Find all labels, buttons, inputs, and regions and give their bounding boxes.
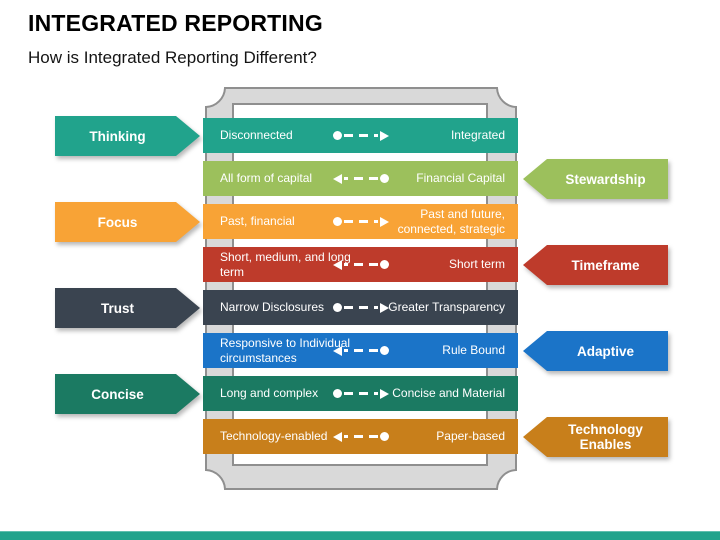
arrow-dot	[332, 389, 342, 398]
comparison-row: Long and complex Concise and Material	[203, 376, 518, 411]
arrow-head	[379, 302, 389, 313]
label-shape: Stewardship	[523, 159, 668, 199]
arrow-dot	[332, 131, 342, 140]
comparison-row: Disconnected Integrated	[203, 118, 518, 153]
page-title: INTEGRATED REPORTING	[28, 10, 323, 36]
row-left-text: Disconnected	[220, 128, 293, 143]
row-right-text: Integrated	[450, 128, 505, 143]
arrow-head	[379, 216, 389, 227]
flow-direction-arrow-icon	[332, 302, 389, 313]
arrow-head	[332, 431, 342, 442]
label-shape: Trust	[55, 288, 200, 328]
comparison-row: Narrow Disclosures Greater Transparency	[203, 290, 518, 325]
page-subtitle: How is Integrated Reporting Different?	[28, 48, 317, 67]
row-left-text: Responsive to Individual circumstances	[220, 336, 351, 365]
flow-direction-arrow-icon	[332, 388, 389, 399]
row-left-text: Technology-enabled	[220, 429, 328, 444]
left-label-focus: Focus	[55, 202, 200, 242]
arrow-dashes	[343, 306, 378, 309]
flow-direction-arrow-icon	[332, 216, 389, 227]
right-label-adaptive: Adaptive	[523, 331, 668, 371]
label-shape: Timeframe	[523, 245, 668, 285]
left-label-concise: Concise	[55, 374, 200, 414]
arrow-dot	[332, 217, 342, 226]
comparison-row: Technology-enabled Paper-based	[203, 419, 518, 454]
row-right-text: Rule Bound	[442, 343, 505, 358]
flow-direction-arrow-icon	[332, 130, 389, 141]
left-label-thinking: Thinking	[55, 116, 200, 156]
arrow-dashes	[343, 263, 378, 266]
label-shape: Thinking	[55, 116, 200, 156]
row-right-text: Concise and Material	[392, 386, 505, 401]
arrow-dot	[379, 174, 389, 183]
row-right-text: Short term	[448, 257, 505, 272]
row-left-text: Past, financial	[220, 214, 295, 229]
arrow-dashes	[343, 392, 378, 395]
arrow-head	[379, 388, 389, 399]
right-label-technology-enables: Technology Enables	[523, 417, 668, 457]
arrow-dot	[332, 303, 342, 312]
flow-direction-arrow-icon	[332, 345, 389, 356]
row-left-text: Long and complex	[220, 386, 319, 401]
arrow-dashes	[343, 134, 378, 137]
flow-direction-arrow-icon	[332, 173, 389, 184]
arrow-dashes	[343, 435, 378, 438]
arrow-dot	[379, 260, 389, 269]
arrow-dashes	[343, 349, 378, 352]
row-right-text: Greater Transparency	[388, 300, 505, 315]
comparison-row: Past, financial Past and future, connect…	[203, 204, 518, 239]
row-right-text: Financial Capital	[416, 171, 505, 186]
label-shape: Technology Enables	[523, 417, 668, 457]
label-shape: Adaptive	[523, 331, 668, 371]
row-right-text: Paper-based	[436, 429, 505, 444]
left-label-trust: Trust	[55, 288, 200, 328]
label-shape: Concise	[55, 374, 200, 414]
arrow-dashes	[343, 177, 378, 180]
arrow-head	[379, 130, 389, 141]
right-label-timeframe: Timeframe	[523, 245, 668, 285]
arrow-head	[332, 345, 342, 356]
arrow-dot	[379, 346, 389, 355]
arrow-dot	[379, 432, 389, 441]
comparison-row: All form of capital Financial Capital	[203, 161, 518, 196]
flow-direction-arrow-icon	[332, 431, 389, 442]
arrow-dashes	[343, 220, 378, 223]
flow-direction-arrow-icon	[332, 259, 389, 270]
footer-accent-bar	[0, 531, 720, 540]
arrow-head	[332, 173, 342, 184]
row-left-text: Short, medium, and long term	[220, 250, 351, 279]
label-shape: Focus	[55, 202, 200, 242]
right-label-stewardship: Stewardship	[523, 159, 668, 199]
comparison-row: Responsive to Individual circumstances R…	[203, 333, 518, 368]
comparison-row: Short, medium, and long term Short term	[203, 247, 518, 282]
arrow-head	[332, 259, 342, 270]
row-left-text: All form of capital	[220, 171, 313, 186]
row-left-text: Narrow Disclosures	[220, 300, 325, 315]
row-right-text: Past and future, connected, strategic	[397, 207, 505, 236]
